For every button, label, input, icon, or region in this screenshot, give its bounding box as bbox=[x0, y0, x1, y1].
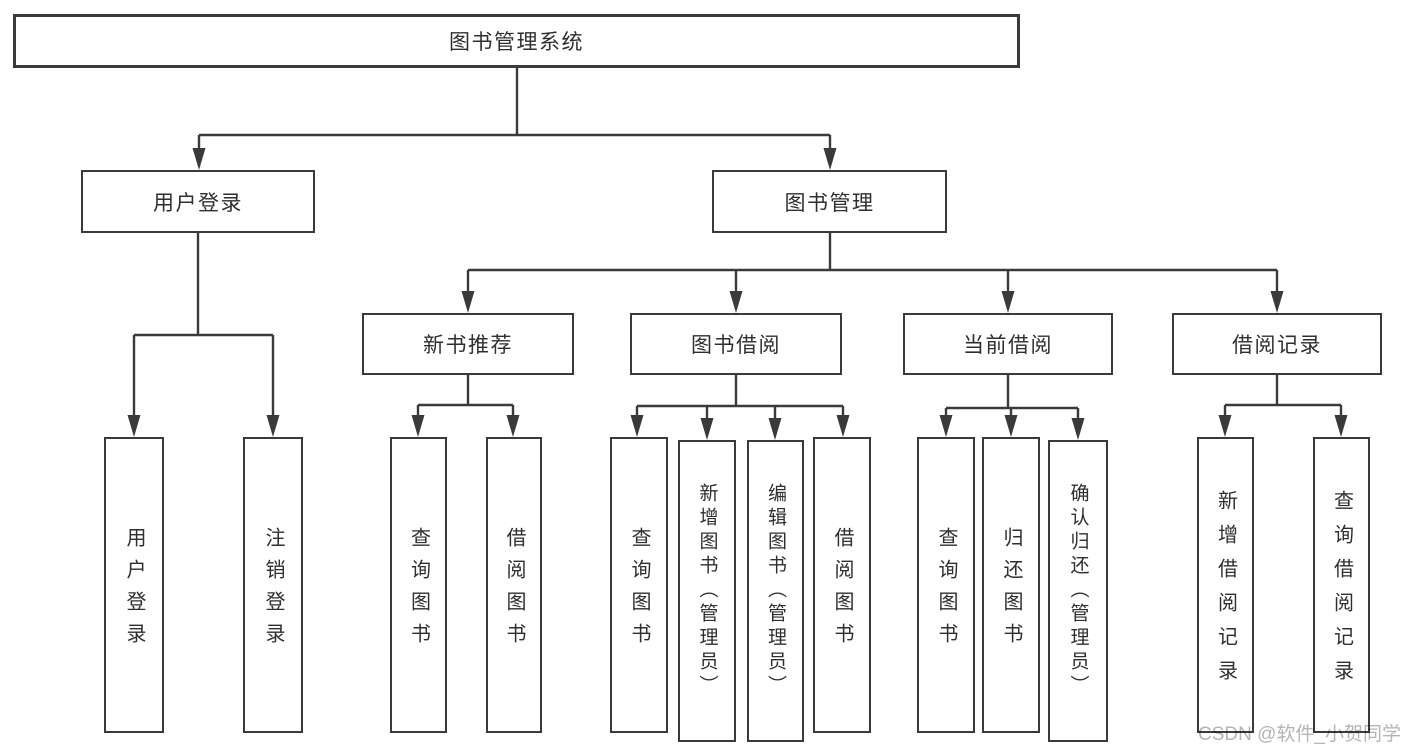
leaf-user-login: 用户登录 bbox=[104, 437, 164, 733]
node-book-management: 图书管理 bbox=[712, 170, 947, 233]
leaf-query-books-current: 查询图书 bbox=[917, 437, 975, 733]
leaf-add-borrow-record: 新增借阅记录 bbox=[1197, 437, 1254, 733]
leaf-query-borrow-record: 查询借阅记录 bbox=[1313, 437, 1370, 733]
leaf-confirm-return-admin: 确认归还（管理员） bbox=[1048, 440, 1108, 742]
node-new-book-recommendation: 新书推荐 bbox=[362, 313, 574, 375]
csdn-watermark: CSDN @软件_小贺同学 bbox=[1198, 724, 1401, 745]
leaf-return-books: 归还图书 bbox=[982, 437, 1040, 733]
leaf-edit-books-admin: 编辑图书（管理员） bbox=[747, 440, 804, 742]
leaf-query-books-recommend: 查询图书 bbox=[390, 437, 447, 733]
node-book-borrowing: 图书借阅 bbox=[630, 313, 842, 375]
node-borrowing-records: 借阅记录 bbox=[1172, 313, 1382, 375]
node-current-borrowing: 当前借阅 bbox=[903, 313, 1113, 375]
leaf-logout: 注销登录 bbox=[243, 437, 303, 733]
node-library-management-system: 图书管理系统 bbox=[13, 14, 1020, 68]
arrowheads bbox=[127, 148, 1348, 440]
leaf-borrow-books: 借阅图书 bbox=[813, 437, 871, 733]
leaf-query-books-borrow: 查询图书 bbox=[610, 437, 668, 733]
leaf-add-books-admin: 新增图书（管理员） bbox=[678, 440, 736, 742]
leaf-borrow-books-recommend: 借阅图书 bbox=[486, 437, 542, 733]
node-user-login: 用户登录 bbox=[81, 170, 315, 233]
